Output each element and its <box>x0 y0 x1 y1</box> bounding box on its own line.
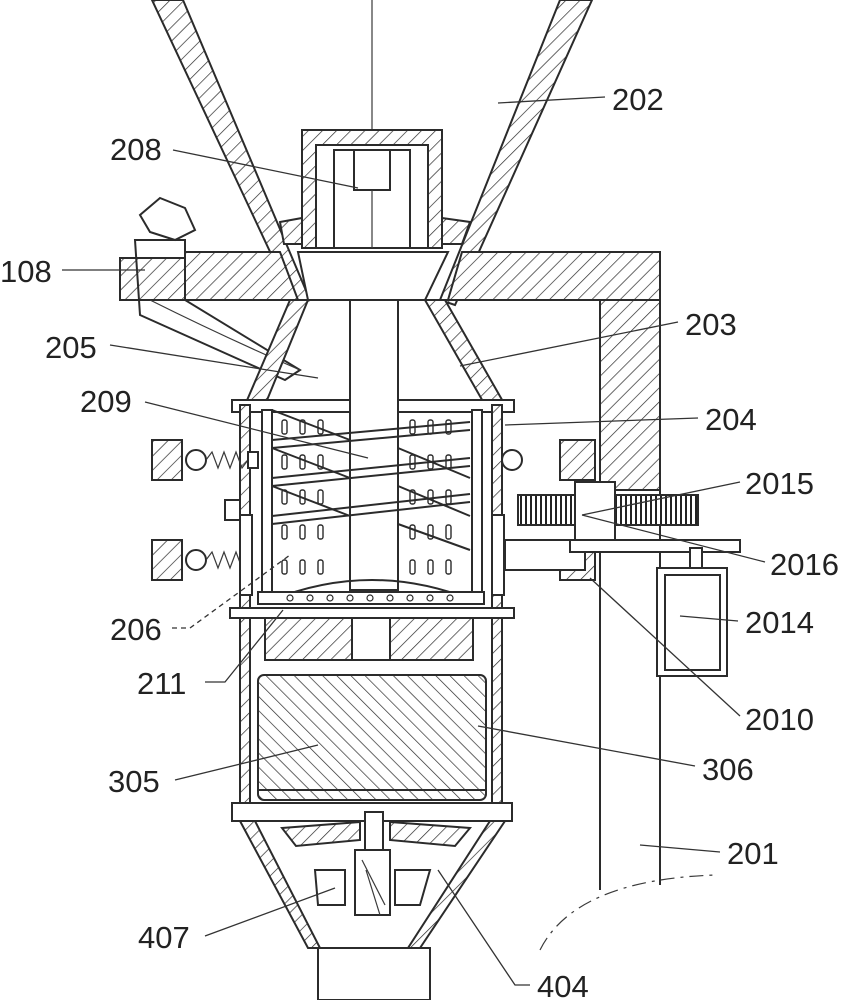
frame-top <box>119 251 661 301</box>
label-211: 211 <box>137 666 186 701</box>
motor-housing-208 <box>278 129 472 249</box>
label-202: 202 <box>612 82 664 117</box>
label-2010: 2010 <box>745 702 814 737</box>
crushing-roller-305 <box>257 674 487 801</box>
label-204: 204 <box>705 402 757 437</box>
screen-perforations <box>281 419 452 575</box>
label-2014: 2014 <box>745 605 814 640</box>
motor-2014 <box>656 547 728 677</box>
label-209: 209 <box>80 384 132 419</box>
screw-auger-209 <box>271 299 471 591</box>
label-203: 203 <box>685 307 737 342</box>
reference-labels: 202 208 108 205 203 209 204 2015 2016 20… <box>0 82 839 1000</box>
label-201: 201 <box>727 836 779 871</box>
label-305: 305 <box>108 764 160 799</box>
label-306: 306 <box>702 752 754 787</box>
label-2015: 2015 <box>745 466 814 501</box>
label-407: 407 <box>138 920 190 955</box>
label-2016: 2016 <box>770 547 839 582</box>
spring-assemblies <box>151 439 596 596</box>
label-205: 205 <box>45 330 97 365</box>
frame-right-201 <box>539 299 716 951</box>
inlet-pipe-108 <box>133 196 302 382</box>
leader-lines <box>62 96 766 986</box>
label-206: 206 <box>110 612 162 647</box>
sieve-plate-211 <box>229 579 515 661</box>
label-404: 404 <box>537 969 589 1000</box>
label-108: 108 <box>0 254 52 289</box>
bottom-funnel-404 <box>231 802 513 1000</box>
label-208: 208 <box>110 132 162 167</box>
